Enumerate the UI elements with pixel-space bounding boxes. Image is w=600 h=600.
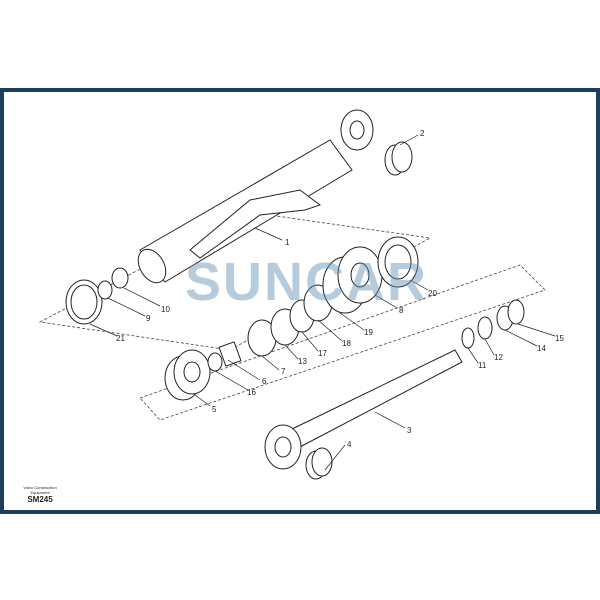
callout-19: 19 xyxy=(364,328,373,337)
callout-5: 5 xyxy=(212,405,217,414)
callout-6: 6 xyxy=(262,377,267,386)
callout-18: 18 xyxy=(342,339,351,348)
callout-9: 9 xyxy=(146,314,151,323)
rod-bushing xyxy=(305,447,333,480)
assembly-boundary-lower xyxy=(139,264,546,421)
callout-12: 12 xyxy=(494,353,503,362)
callout-4: 4 xyxy=(347,440,352,449)
callout-7: 7 xyxy=(281,367,286,376)
callout-20: 20 xyxy=(428,289,437,298)
callout-17: 17 xyxy=(318,349,327,358)
callout-21: 21 xyxy=(116,334,125,343)
caption-manufacturer: Volvo Construction xyxy=(23,485,57,490)
document-caption: Volvo Construction Equipment SM245 xyxy=(10,485,70,504)
callout-16: 16 xyxy=(247,388,256,397)
callout-labels: 1 2 3 4 5 6 7 8 9 10 11 12 13 14 15 16 1… xyxy=(116,129,564,449)
callout-10: 10 xyxy=(161,305,170,314)
leader-lines xyxy=(89,134,556,471)
callout-2: 2 xyxy=(420,129,425,138)
bushing xyxy=(384,141,413,176)
rod-end-rings xyxy=(461,299,525,349)
suncar-watermark: SUNCAR xyxy=(185,252,428,312)
cylinder-tube xyxy=(137,109,374,284)
callout-13: 13 xyxy=(298,357,307,366)
callout-8: 8 xyxy=(399,306,404,315)
callout-14: 14 xyxy=(537,344,546,353)
callout-15: 15 xyxy=(555,334,564,343)
callout-3: 3 xyxy=(407,426,412,435)
callout-1: 1 xyxy=(285,238,290,247)
caption-code: SM245 xyxy=(27,495,53,504)
lock-nut-parts xyxy=(65,267,129,325)
piston-rod xyxy=(264,349,463,470)
caption-equipment: Equipment xyxy=(30,490,50,495)
callout-11: 11 xyxy=(478,361,487,370)
rod-head xyxy=(164,349,211,401)
piston xyxy=(322,236,419,314)
